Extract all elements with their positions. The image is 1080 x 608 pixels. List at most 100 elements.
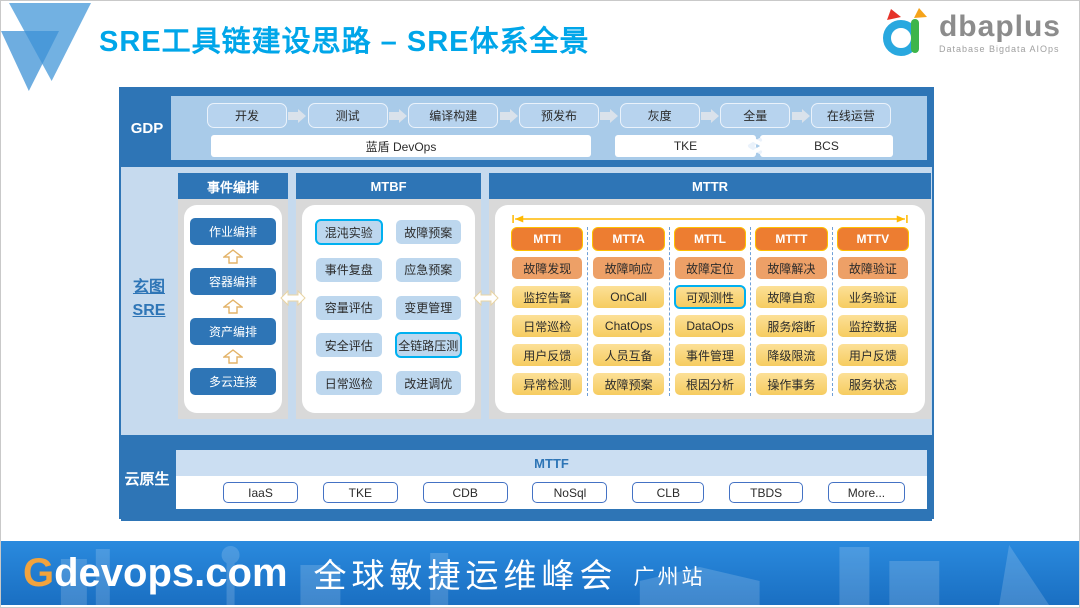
up-arrow-icon [223, 299, 243, 314]
mttr-item: 根因分析 [673, 372, 747, 396]
up-arrow-icon [223, 349, 243, 364]
mttr-item: 故障响应 [592, 256, 665, 280]
gdp-band: GDP 开发 测试 编译构建 预发布 灰度 全量 在线运营 [121, 89, 932, 167]
skyline-icon [60, 545, 1050, 605]
flow-arrow-icon [288, 108, 307, 123]
logo-tagline: Database Bigdata AIOps [938, 44, 1060, 54]
double-arrow-icon [280, 289, 306, 307]
gdevops-logo: Gdevops.com [23, 553, 288, 593]
mttr-item: ChatOps [592, 314, 665, 338]
flow-arrow-icon [791, 108, 810, 123]
side-label-line1: 玄图 [132, 278, 165, 296]
stage-test: 测试 [307, 103, 388, 128]
stage-online-ops: 在线运营 [810, 103, 891, 128]
footer-banner: Gdevops.com 全球敏捷运维峰会 广州站 [1, 541, 1079, 605]
cloud-native-band: 云原生 MTTF IaaS TKE CDB NoSql CLB TBDS Mor… [121, 435, 932, 521]
cloud-native-label: 云原生 [124, 470, 170, 488]
node-job-orchestration: 作业编排 [190, 218, 276, 245]
service-nosql: NoSql [532, 482, 608, 503]
mtbf-item: 容量评估 [315, 294, 383, 321]
mttr-item: 业务验证 [836, 285, 910, 309]
pipeline-stage-row: 开发 测试 编译构建 预发布 灰度 全量 在线运营 [171, 103, 927, 128]
mtbf-panel: 混沌实验 故障预案 事件复盘 应急预案 容量评估 变更管理 安全评估 全链路压测… [302, 205, 475, 413]
brand-rest: devops.com [54, 551, 288, 595]
mttr-item: 可观测性 [673, 285, 747, 309]
mtbf-item: 安全评估 [315, 332, 383, 359]
mttr-grid: MTTI 故障发现 监控告警 日常巡检 用户反馈 异常检测 MTTA 故障响应 … [507, 227, 913, 396]
mttf-strip: MTTF [176, 450, 927, 476]
mttr-item: DataOps [673, 314, 747, 338]
mtbf-item: 改进调优 [394, 370, 462, 397]
mtbf-column: MTBF 混沌实验 故障预案 事件复盘 应急预案 容量评估 变更管理 安全评估 … [296, 173, 481, 419]
logo-text: dbaplus [938, 10, 1061, 43]
mtbf-item: 应急预案 [394, 256, 462, 283]
span-arrow-icon [512, 215, 908, 223]
service-clb: CLB [632, 482, 705, 503]
mttr-item: 故障预案 [592, 372, 665, 396]
flow-arrow-icon [700, 108, 719, 123]
brand-g: G [23, 551, 55, 595]
stage-prerelease: 预发布 [518, 103, 599, 128]
service-cdb: CDB [422, 482, 508, 503]
mtti-subcolumn: MTTI 故障发现 监控告警 日常巡检 用户反馈 异常检测 [507, 227, 587, 396]
flow-arrow-icon [600, 108, 619, 123]
mtta-subcolumn: MTTA 故障响应 OnCall ChatOps 人员互备 故障预案 [587, 227, 668, 396]
side-label-line2: SRE [132, 302, 166, 319]
mttr-item: 用户反馈 [836, 343, 910, 367]
mttr-item: 故障发现 [511, 256, 584, 280]
mttr-item: 监控告警 [511, 285, 584, 309]
mtbf-item: 混沌实验 [315, 219, 383, 245]
stage-gray: 灰度 [619, 103, 700, 128]
stage-dev: 开发 [207, 103, 287, 128]
mtta-button: MTTA [592, 227, 665, 251]
mttr-item: 用户反馈 [511, 343, 584, 367]
mtbf-item: 日常巡检 [315, 370, 383, 397]
pipeline-platform-row: 蓝盾 DevOps TKE BCS [171, 135, 927, 157]
mttr-item: 故障验证 [836, 256, 910, 280]
mttl-subcolumn: MTTL 故障定位 可观测性 DataOps 事件管理 根因分析 [668, 227, 750, 396]
mtbf-item: 全链路压测 [394, 332, 462, 359]
mtbf-item: 事件复盘 [315, 256, 383, 283]
gdp-pipeline-panel: 开发 测试 编译构建 预发布 灰度 全量 在线运营 蓝盾 DevOps [171, 96, 927, 160]
orchestration-panel: 作业编排 容器编排 资产编排 多云连接 [184, 205, 282, 413]
link-arrow-icon [748, 138, 766, 154]
mttr-item: 服务状态 [836, 372, 910, 396]
mttv-button: MTTV [836, 227, 910, 251]
stage-full: 全量 [720, 103, 791, 128]
service-tbds: TBDS [729, 482, 804, 503]
mttr-item: 故障定位 [673, 256, 747, 280]
mttr-item: 日常巡检 [511, 314, 584, 338]
mtti-button: MTTI [511, 227, 584, 251]
sre-band: 玄图 SRE 事件编排 作业编排 容器编排 资产编排 多云连接 [121, 167, 932, 431]
dbaplus-logo: dbaplus Database Bigdata AIOps [877, 7, 1061, 59]
cloud-native-panel: MTTF IaaS TKE CDB NoSql CLB TBDS More... [176, 450, 927, 509]
mttl-button: MTTL [673, 227, 747, 251]
mtbf-item: 变更管理 [394, 294, 462, 321]
devops-platform-bar: 蓝盾 DevOps [211, 135, 591, 157]
mttr-item: 事件管理 [673, 343, 747, 367]
event-title: 全球敏捷运维峰会 [313, 556, 618, 595]
mtbf-header: MTBF [296, 173, 481, 199]
mttr-header: MTTR [489, 173, 931, 199]
service-tke: TKE [322, 482, 398, 503]
double-arrow-icon [473, 289, 499, 307]
gdp-band-label: GDP [130, 119, 164, 137]
mttr-item: 人员互备 [592, 343, 665, 367]
bcs-platform-bar: BCS [760, 135, 893, 157]
mttr-item: 异常检测 [511, 372, 584, 396]
mttr-body: MTTI 故障发现 监控告警 日常巡检 用户反馈 异常检测 MTTA 故障响应 … [489, 199, 931, 419]
service-iaas: IaaS [223, 482, 298, 503]
page-title: SRE工具链建设思路 – SRE体系全景 [99, 26, 590, 58]
orchestration-body: 作业编排 容器编排 资产编排 多云连接 [178, 199, 288, 419]
mtbf-item: 故障预案 [394, 219, 462, 245]
mttr-item: 降级限流 [755, 343, 828, 367]
tke-platform-bar: TKE [615, 135, 756, 157]
orchestration-header: 事件编排 [178, 173, 288, 199]
stage-build: 编译构建 [408, 103, 499, 128]
mttr-column: MTTR MTTI 故障发现 [489, 173, 931, 419]
dbaplus-logo-icon [882, 8, 927, 56]
flow-arrow-icon [388, 108, 407, 123]
sre-architecture-diagram: GDP 开发 测试 编译构建 预发布 灰度 全量 在线运营 [119, 87, 934, 521]
node-container-orchestration: 容器编排 [190, 268, 276, 295]
